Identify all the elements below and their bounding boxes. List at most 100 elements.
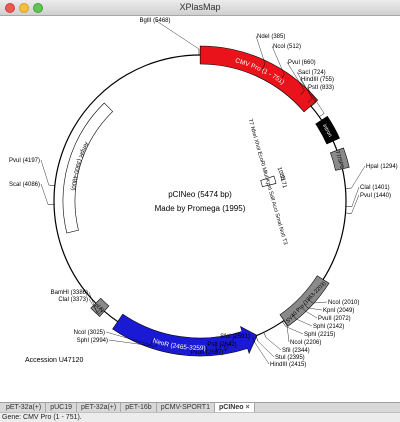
tab-label: pET-32a(+): [81, 404, 117, 411]
restriction-site[interactable]: ClaI (3373): [58, 297, 103, 315]
intron-feature[interactable]: intron: [315, 115, 340, 145]
restriction-site[interactable]: SphI (2142): [291, 314, 344, 330]
mcs-feature[interactable]: T7 NheI XhoI EcoRI MluI KpnI SalI AccI S…: [247, 118, 288, 245]
site-tick: [300, 306, 306, 312]
restriction-site[interactable]: NcoI (3025): [74, 330, 153, 345]
restriction-site[interactable]: StuI (2395): [255, 335, 305, 361]
site-tick: [308, 298, 313, 304]
site-label: PvuI (1440): [360, 193, 391, 199]
restriction-site[interactable]: NcoI (512): [271, 44, 301, 80]
site-label: SphI (2142): [313, 324, 344, 330]
restriction-site[interactable]: SacI (724): [296, 70, 326, 103]
tab-pcineo[interactable]: pCINeo×: [214, 403, 255, 412]
tab-pet-32a[interactable]: pET-32a(+): [77, 403, 122, 412]
window-title: XPlasMap: [179, 2, 221, 12]
restriction-site[interactable]: HindIII (2415): [252, 337, 307, 368]
site-leader-line: [351, 186, 360, 207]
restriction-site[interactable]: PvuI (660): [286, 60, 316, 96]
site-leader-line: [40, 159, 50, 186]
site-label: PvuI (660): [288, 60, 316, 66]
tab-pet-32a[interactable]: pET-32a(+): [2, 403, 47, 412]
restriction-site[interactable]: PvuI (4197): [9, 158, 55, 186]
plasmid-name-label: pCINeo (5474 bp): [168, 190, 232, 199]
accession-label: Accession U47120: [25, 357, 83, 364]
tab-pcmv-sport1[interactable]: pCMV-SPORT1: [157, 403, 215, 412]
tab-puc19[interactable]: pUC19: [46, 403, 78, 412]
restriction-site[interactable]: SfoI (2591): [220, 334, 250, 351]
tab-pet-16b[interactable]: pET-16b: [121, 403, 157, 412]
restriction-site[interactable]: PvuII (2697): [191, 346, 224, 356]
site-tick: [307, 98, 313, 103]
restriction-site[interactable]: NcoI (2010): [308, 298, 359, 306]
site-leader-line: [254, 342, 270, 365]
t7-promoter-feature[interactable]: T7/SP6: [329, 147, 350, 171]
feature-label: p(A): [93, 302, 105, 314]
tab-close-icon[interactable]: ×: [245, 404, 250, 411]
mcs-end-label: 1171: [278, 175, 287, 190]
site-tick: [98, 309, 103, 315]
site-leader-line: [271, 45, 285, 75]
site-leader-line: [351, 194, 360, 214]
site-label: ScaI (4086): [9, 182, 40, 188]
site-tick: [262, 63, 266, 70]
site-label: NcoI (2010): [328, 300, 359, 306]
site-label: SacI (724): [298, 70, 326, 76]
site-leader-line: [286, 61, 305, 91]
restriction-site[interactable]: NcoI (2206): [283, 320, 322, 346]
polya-feature[interactable]: p(A): [90, 297, 110, 317]
site-label: HindIII (755): [301, 77, 334, 83]
close-window-button[interactable]: [5, 3, 15, 13]
tab-label: pCINeo: [218, 404, 244, 411]
site-tick: [155, 340, 158, 347]
site-leader-line: [105, 331, 151, 345]
restriction-site[interactable]: HpaI (1294): [345, 164, 398, 189]
restriction-site[interactable]: PstI (833): [306, 85, 334, 118]
feature-label: T7/SP6: [334, 150, 345, 169]
feature-box-shape[interactable]: [329, 147, 350, 171]
restriction-site[interactable]: SphI (2215): [282, 321, 335, 338]
site-label: SphI (2994): [77, 338, 108, 344]
site-label: PvuI (4197): [9, 158, 40, 164]
restriction-site[interactable]: HindIII (755): [299, 77, 334, 107]
feature-box-shape[interactable]: [90, 297, 110, 317]
restriction-site[interactable]: PstI (2642): [207, 342, 237, 353]
restriction-site[interactable]: ScaI (4086): [9, 182, 55, 205]
site-label: PvuII (2072): [318, 316, 351, 322]
window-titlebar: XPlasMap: [0, 0, 400, 16]
site-label: NdeI (385): [257, 34, 285, 40]
mcs-outline-shape[interactable]: [260, 175, 277, 187]
feature-outline-shape[interactable]: [62, 102, 114, 234]
restriction-site[interactable]: SphI (2994): [77, 338, 158, 347]
restriction-site[interactable]: ClaI (1401): [345, 185, 390, 207]
feature-label: intron: [321, 123, 333, 138]
feature-box-shape[interactable]: [279, 275, 330, 327]
minimize-window-button[interactable]: [19, 3, 29, 13]
site-label: HindIII (2415): [270, 362, 306, 368]
site-leader-line: [286, 325, 290, 343]
site-leader-line: [88, 298, 99, 315]
site-tick: [345, 187, 352, 189]
site-tick: [48, 184, 55, 186]
restriction-site[interactable]: NdeI (385): [255, 34, 285, 70]
feature-box-shape[interactable]: [315, 115, 340, 145]
restriction-site[interactable]: SfiI (2344): [263, 332, 310, 354]
site-tick: [282, 321, 286, 327]
ampr-feature[interactable]: AmpR (3900-4800): [62, 102, 114, 234]
site-tick: [300, 90, 305, 96]
site-leader-line: [307, 307, 323, 311]
restriction-site[interactable]: BglII (5468): [139, 18, 200, 56]
site-label: ClaI (1401): [360, 185, 390, 191]
restriction-site[interactable]: PvuII (2072): [300, 306, 351, 322]
restriction-site[interactable]: KpnI (2049): [303, 303, 355, 314]
site-leader-line: [306, 86, 325, 114]
site-leader-line: [255, 35, 266, 64]
tab-label: pCMV-SPORT1: [160, 404, 210, 411]
site-label: NcoI (3025): [74, 330, 105, 336]
mcs-start-label: 1085: [276, 167, 286, 182]
zoom-window-button[interactable]: [33, 3, 43, 13]
restriction-site[interactable]: PvuI (1440): [345, 193, 392, 214]
feature-arc-shape[interactable]: [199, 45, 319, 113]
tab-label: pUC19: [50, 404, 73, 411]
